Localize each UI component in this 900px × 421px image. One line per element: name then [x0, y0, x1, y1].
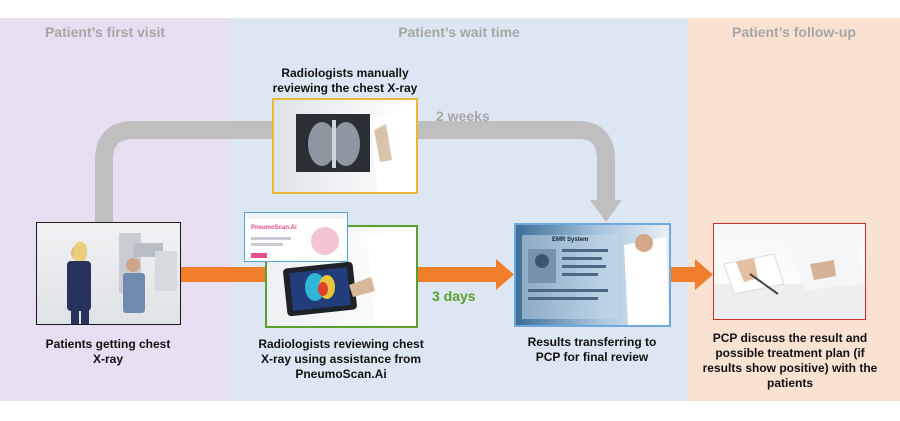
screen-toolbar	[245, 213, 347, 219]
transfer-caption: Results transferring to PCP for final re…	[527, 335, 657, 364]
manual-review-caption: Radiologists manually reviewing the ches…	[272, 66, 418, 95]
screen-text-line	[251, 243, 283, 246]
manual-duration-label: 2 weeks	[436, 108, 490, 124]
emr-system-label: EMR System	[552, 237, 589, 243]
pneumoscan-screen: PneumoScan.Ai	[244, 212, 348, 262]
pcp-discussion-photo	[713, 223, 866, 320]
pcp-caption: PCP discuss the result and possible trea…	[702, 331, 878, 390]
xray-caption: Patients getting chest X-ray	[45, 337, 171, 366]
assisted-review-caption: Radiologists reviewing chest X-ray using…	[258, 337, 424, 381]
assisted-duration-label: 3 days	[432, 288, 476, 304]
assisted-arrow-2	[418, 267, 496, 282]
assisted-arrow-1	[181, 267, 267, 282]
assisted-arrowhead-3	[695, 259, 713, 290]
lungs-icon	[311, 227, 339, 255]
assisted-arrowhead-2	[496, 259, 514, 290]
screen-button	[251, 253, 267, 258]
screen-text-line	[251, 237, 291, 240]
assisted-arrow-3	[671, 267, 695, 282]
xray-photo	[36, 222, 181, 325]
first-visit-band	[0, 18, 230, 401]
manual-path-arrowhead	[590, 200, 622, 222]
manual-review-photo	[272, 98, 418, 194]
emr-transfer-photo: EMR System	[514, 223, 671, 327]
first-visit-title: Patient’s first visit	[44, 24, 166, 40]
follow-up-band	[688, 18, 900, 401]
wait-time-title: Patient’s wait time	[398, 24, 520, 40]
follow-up-title: Patient’s follow-up	[732, 24, 856, 40]
pneumoscan-logo: PneumoScan.Ai	[251, 225, 297, 231]
